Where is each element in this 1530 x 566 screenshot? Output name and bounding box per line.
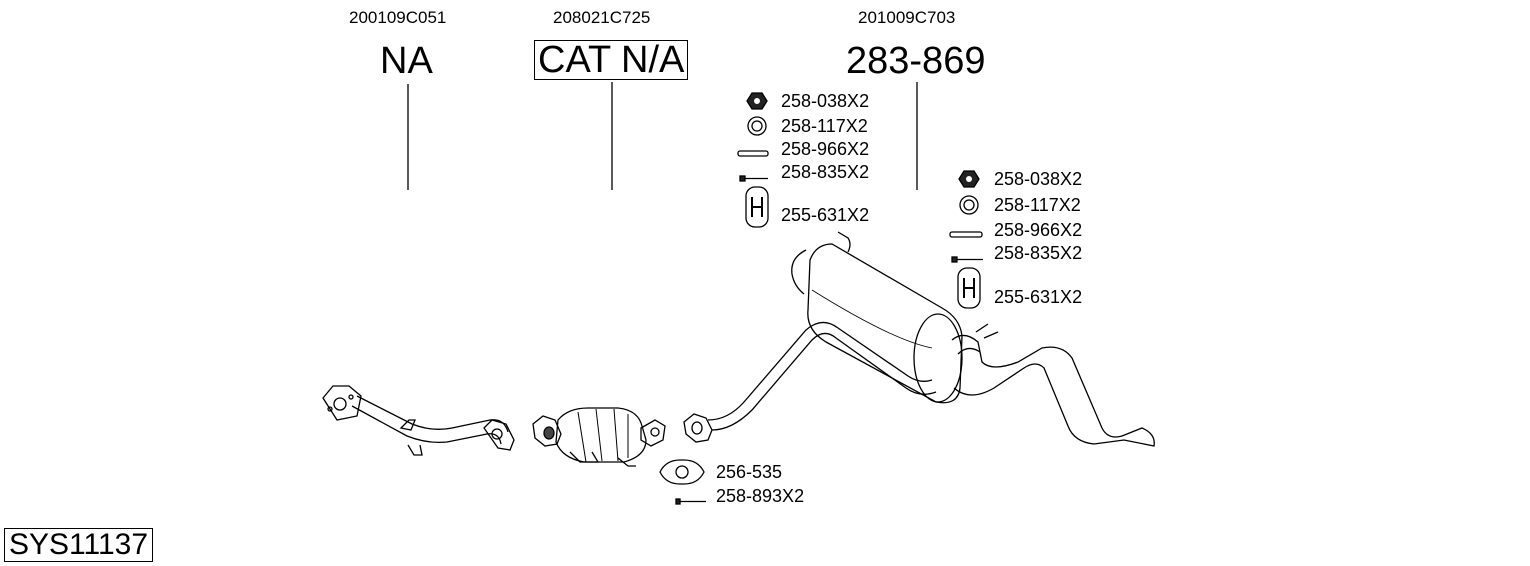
oe-number-front-pipe: 200109C051 xyxy=(349,8,447,27)
fitting-label[interactable]: 258-038X2 xyxy=(781,91,870,111)
fitting-label[interactable]: 258-117X2 xyxy=(781,116,868,136)
system-id: SYS11137 xyxy=(4,528,153,562)
fitting-label[interactable]: 258-835X2 xyxy=(781,162,870,182)
nut-icon xyxy=(958,170,980,188)
fitting-label[interactable]: 256-535 xyxy=(716,462,783,482)
fitting-label[interactable]: 258-966X2 xyxy=(781,139,870,159)
catalytic-converter xyxy=(532,407,666,467)
bolt-icon xyxy=(951,256,983,263)
gasket-icon xyxy=(659,459,705,485)
fitting-label[interactable]: 258-117X2 xyxy=(994,195,1081,215)
sleeve-icon xyxy=(737,150,769,157)
sleeve-icon xyxy=(949,231,983,238)
oe-number-catalyst: 208021C725 xyxy=(553,8,651,27)
oe-number-rear-silencer: 201009C703 xyxy=(858,8,956,27)
fitting-label[interactable]: 258-893X2 xyxy=(716,486,805,506)
bolt-icon xyxy=(675,498,706,505)
fitting-label[interactable]: 255-631X2 xyxy=(994,287,1083,307)
rear-silencer xyxy=(683,231,1155,447)
front-pipe xyxy=(322,385,515,456)
ring-icon xyxy=(959,195,979,215)
ring-icon xyxy=(747,116,767,136)
nut-icon xyxy=(746,92,768,110)
fitting-label[interactable]: 258-966X2 xyxy=(994,220,1083,240)
part-number-front-pipe[interactable]: NA xyxy=(380,40,433,82)
part-number-rear-silencer[interactable]: 283-869 xyxy=(846,40,986,82)
fitting-label[interactable]: 258-835X2 xyxy=(994,243,1083,263)
bolt-icon xyxy=(739,175,768,182)
hanger-icon xyxy=(957,267,981,309)
fitting-label[interactable]: 255-631X2 xyxy=(781,205,870,225)
fitting-label[interactable]: 258-038X2 xyxy=(994,169,1083,189)
part-number-catalyst[interactable]: CAT N/A xyxy=(534,40,689,80)
hanger-icon xyxy=(745,186,769,228)
